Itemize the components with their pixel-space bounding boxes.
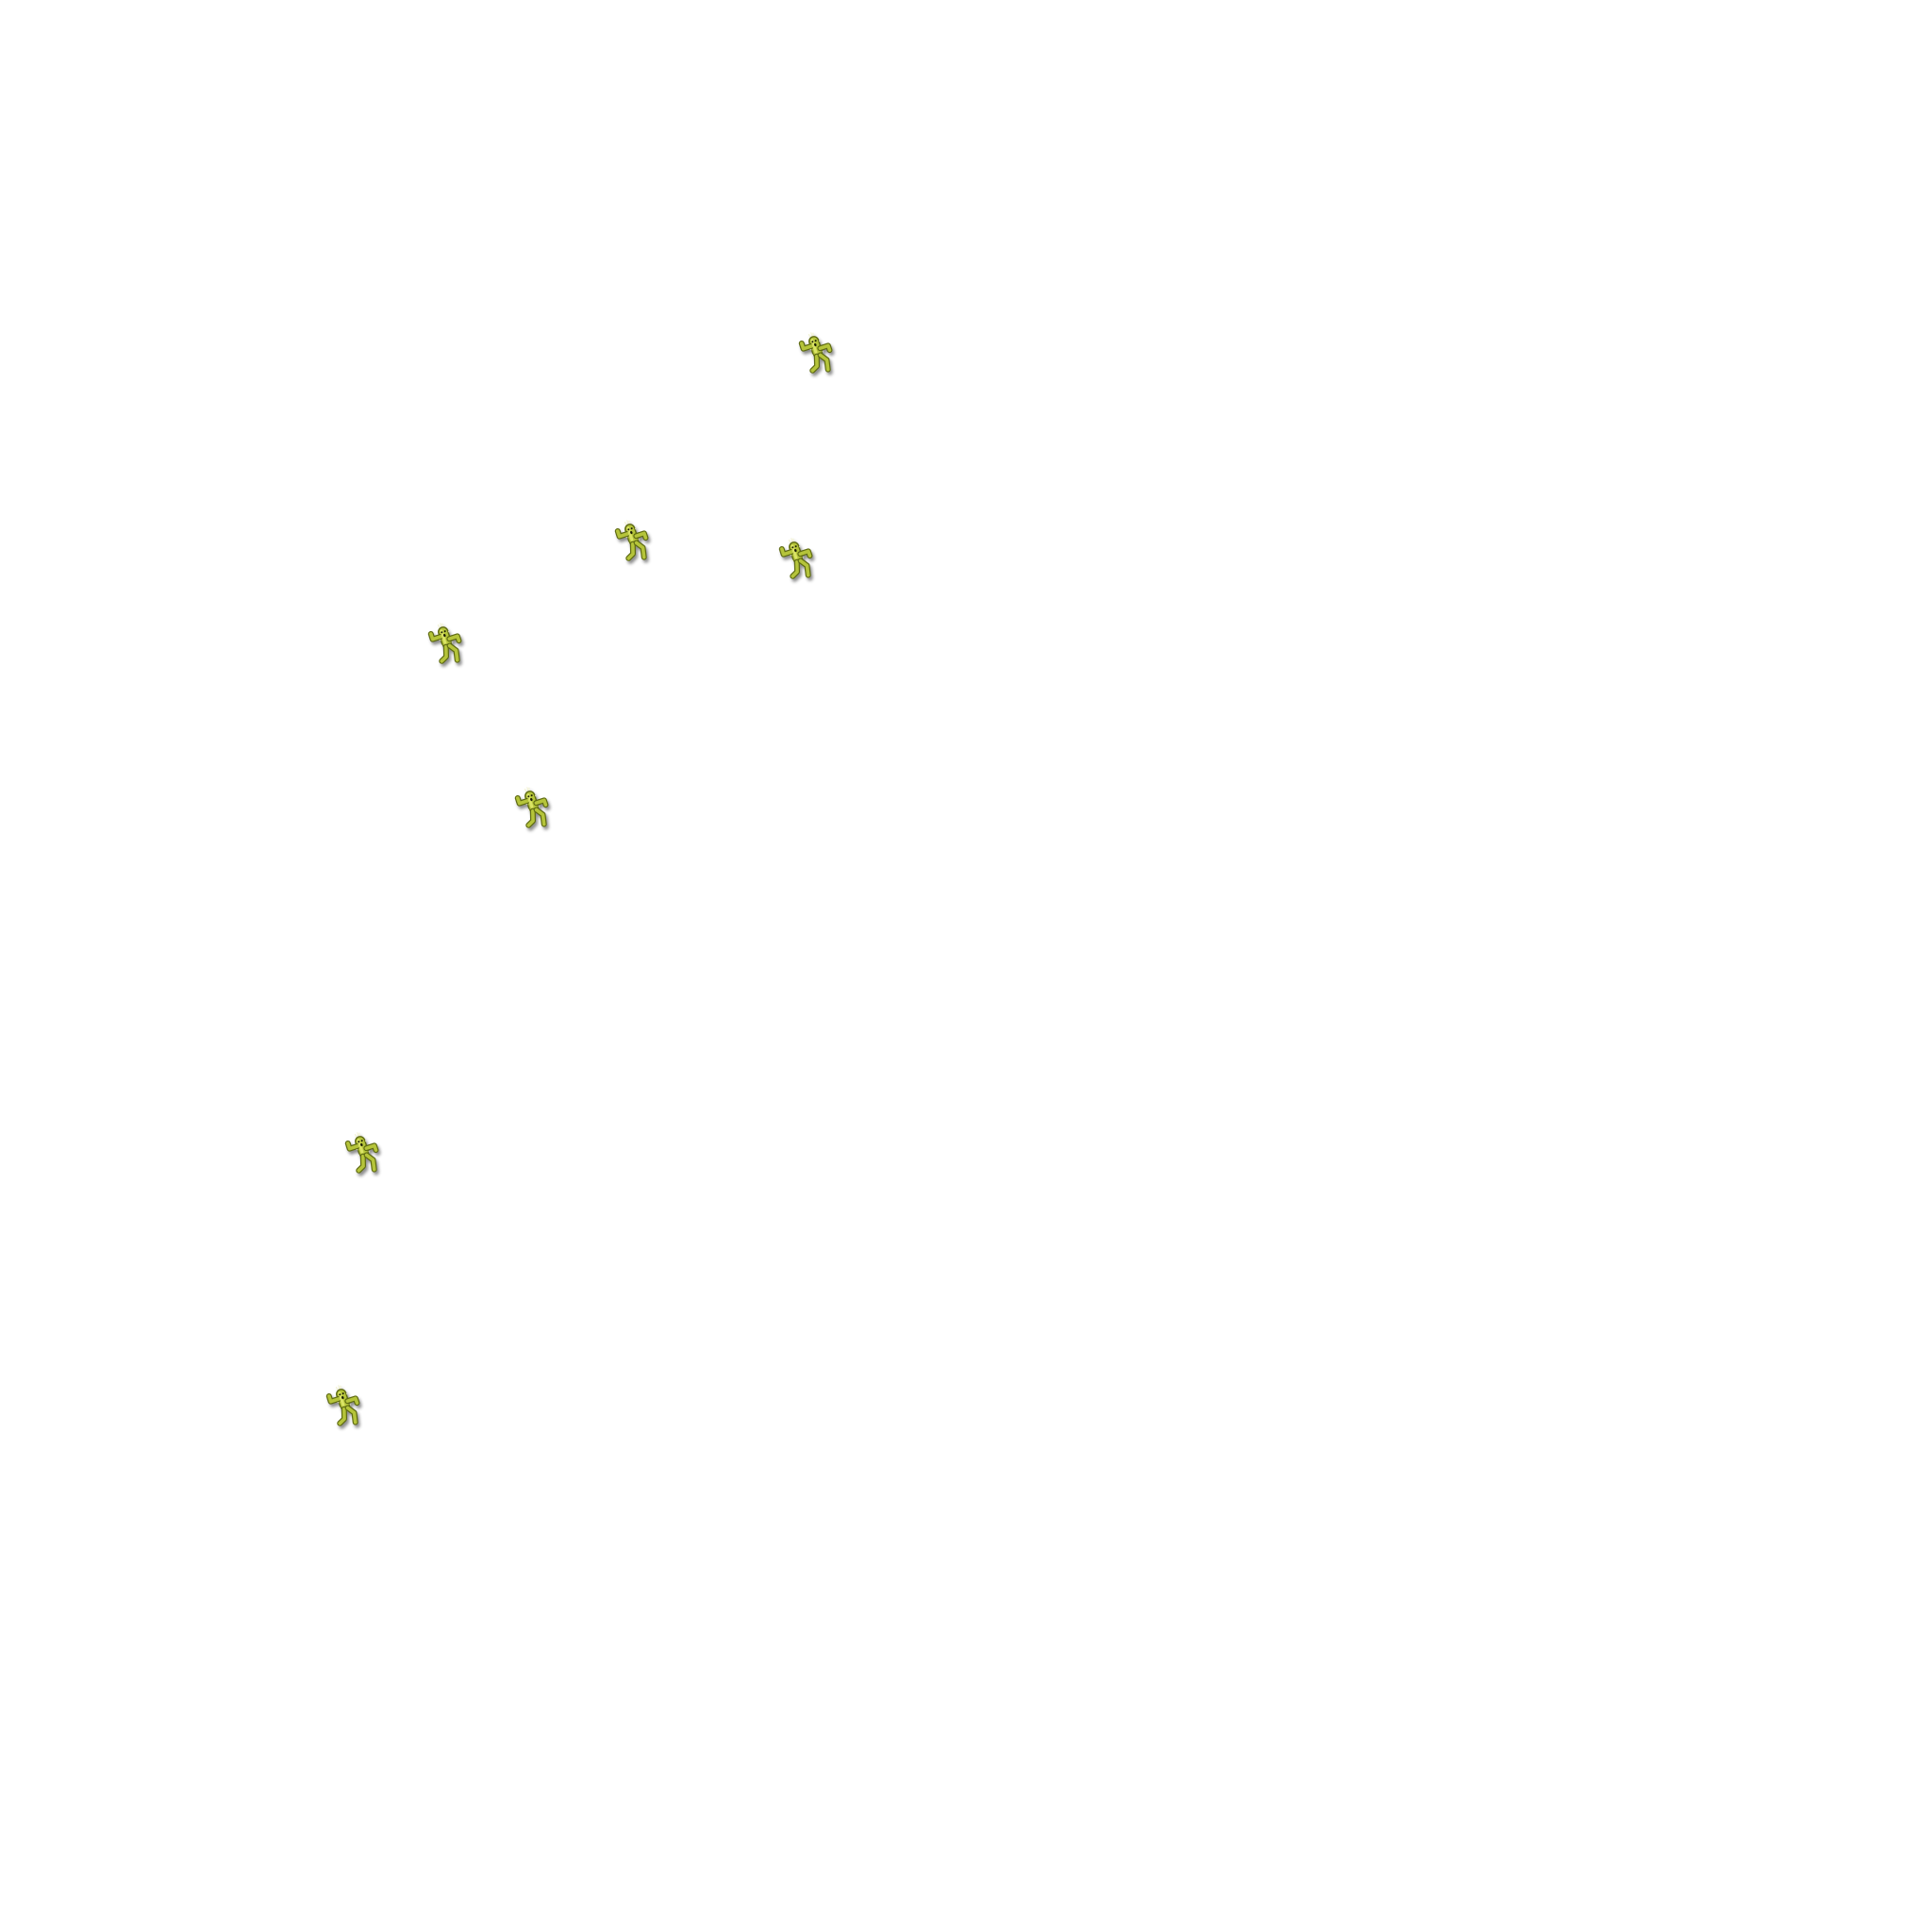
cactuar-icon <box>514 787 556 836</box>
cactuar-sprite[interactable] <box>614 520 656 569</box>
cactuar-icon <box>427 623 469 672</box>
cactuar-icon <box>614 520 656 569</box>
cactuar-sprite[interactable] <box>798 332 840 381</box>
cactuar-icon <box>798 332 840 381</box>
cactuar-sprite[interactable] <box>344 1132 386 1181</box>
cactuar-icon <box>778 538 820 587</box>
cactuar-sprite[interactable] <box>325 1385 367 1434</box>
cactuar-sprite[interactable] <box>427 623 469 672</box>
cactuar-icon <box>325 1385 367 1434</box>
cactuar-sprite[interactable] <box>514 787 556 836</box>
cactuar-icon <box>344 1132 386 1181</box>
cactuar-sprite[interactable] <box>778 538 820 587</box>
